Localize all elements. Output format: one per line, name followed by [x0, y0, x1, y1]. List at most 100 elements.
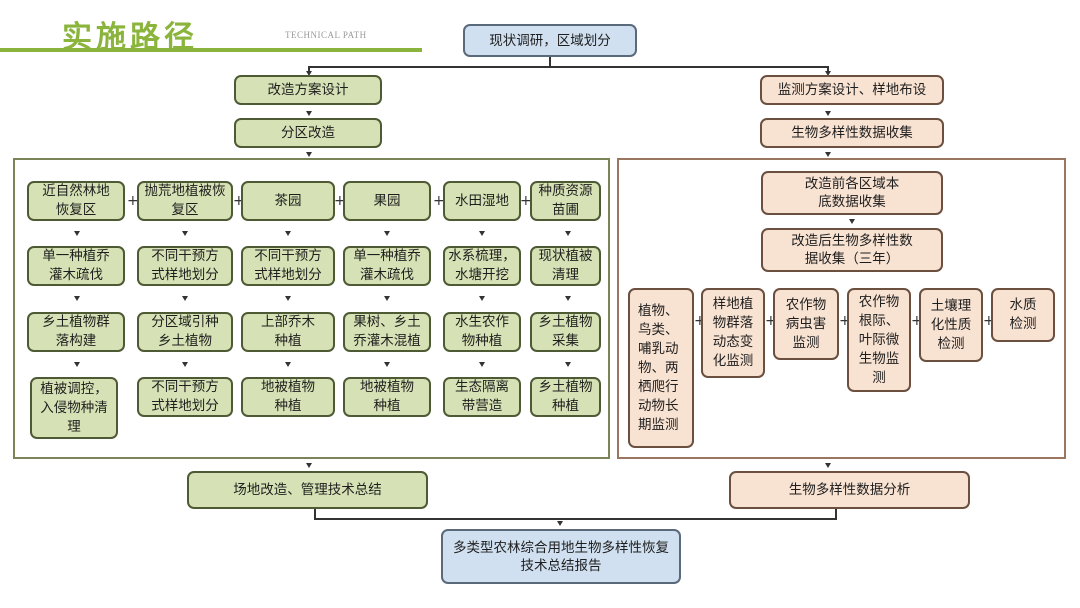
- plus-icon: +: [911, 313, 923, 329]
- monitor-node[interactable]: 水质检测: [991, 288, 1055, 342]
- plus-icon: +: [334, 193, 346, 209]
- step-node[interactable]: 单一种植乔灌木疏伐: [27, 246, 125, 286]
- arrow-icon: [384, 362, 390, 367]
- final-report-label: 多类型农林综合用地生物多样性恢复技术总结报告: [453, 539, 669, 574]
- connector: [308, 66, 828, 68]
- arrow-icon: [565, 231, 571, 236]
- arrow-icon: [306, 71, 312, 76]
- step-node[interactable]: 植被调控，入侵物种清理: [30, 377, 118, 439]
- analysis-node[interactable]: 生物多样性数据分析: [729, 471, 970, 509]
- step-node[interactable]: 地被植物种植: [241, 377, 335, 417]
- zone-node[interactable]: 种质资源苗圃: [530, 181, 601, 221]
- step-label: 单一种植乔灌木疏伐: [42, 248, 110, 283]
- monitor-node[interactable]: 样地植物群落动态变化监测: [701, 288, 765, 378]
- step-node[interactable]: 现状植被清理: [530, 246, 601, 286]
- collection-node-label: 生物多样性数据收集: [791, 125, 913, 141]
- renovation-summary-label: 场地改造、管理技术总结: [233, 482, 382, 498]
- monitor-node[interactable]: 土壤理化性质检测: [919, 288, 983, 362]
- monitor-label: 水质检测: [1009, 297, 1037, 332]
- arrow-icon: [825, 111, 831, 116]
- step-label: 乡土植物种植: [538, 379, 593, 414]
- step-node[interactable]: 乡土植物群落构建: [27, 312, 125, 352]
- monitoring-frame: [617, 158, 1066, 459]
- monitor-node[interactable]: 植物、鸟类、哺乳动物、两栖爬行动物长期监测: [628, 288, 694, 448]
- zone-node[interactable]: 果园: [343, 181, 431, 221]
- step-label: 乡土植物采集: [538, 314, 593, 349]
- step-node[interactable]: 乡土植物种植: [530, 377, 601, 417]
- post-collection-node[interactable]: 改造后生物多样性数据收集（三年）: [761, 228, 943, 272]
- step-label: 地被植物种植: [360, 379, 414, 414]
- monitor-label: 土壤理化性质检测: [930, 297, 972, 352]
- final-report-node[interactable]: 多类型农林综合用地生物多样性恢复技术总结报告: [441, 529, 681, 584]
- step-node[interactable]: 水生农作物种植: [443, 312, 521, 352]
- step-node[interactable]: 地被植物种植: [343, 377, 431, 417]
- zoning-node-label: 分区改造: [281, 125, 335, 141]
- arrow-icon: [565, 362, 571, 367]
- arrow-icon: [384, 296, 390, 301]
- step-node[interactable]: 单一种植乔灌木疏伐: [343, 246, 431, 286]
- title-underline: [0, 48, 422, 52]
- step-node[interactable]: 不同干预方式样地划分: [137, 377, 233, 417]
- plus-icon: +: [233, 193, 245, 209]
- page-subtitle: TECHNICAL PATH: [285, 30, 367, 40]
- monitor-node[interactable]: 农作物根际、叶际微生物监测: [847, 288, 911, 392]
- step-label: 生态隔离带营造: [455, 379, 509, 414]
- step-node[interactable]: 果树、乡土乔灌木混植: [343, 312, 431, 352]
- plus-icon: +: [694, 313, 706, 329]
- renovation-summary-node[interactable]: 场地改造、管理技术总结: [187, 471, 428, 509]
- baseline-node[interactable]: 改造前各区域本底数据收集: [761, 171, 943, 215]
- collection-node[interactable]: 生物多样性数据收集: [760, 118, 944, 148]
- renovation-frame: [13, 158, 610, 459]
- step-node[interactable]: 分区域引种乡土植物: [137, 312, 233, 352]
- arrow-icon: [285, 231, 291, 236]
- arrow-icon: [306, 152, 312, 157]
- plus-icon: +: [127, 193, 139, 209]
- arrow-icon: [182, 231, 188, 236]
- step-label: 果树、乡土乔灌木混植: [353, 314, 421, 349]
- design-node-label: 改造方案设计: [267, 82, 349, 98]
- step-label: 地被植物种植: [261, 379, 315, 414]
- zone-label: 果园: [373, 192, 401, 209]
- monitor-label: 农作物根际、叶际微生物监测: [858, 293, 900, 386]
- zone-label: 抛荒地植被恢复区: [144, 183, 226, 218]
- step-label: 上部乔木种植: [261, 314, 315, 349]
- arrow-icon: [825, 71, 831, 76]
- step-node[interactable]: 上部乔木种植: [241, 312, 335, 352]
- monitor-design-node[interactable]: 监测方案设计、样地布设: [760, 75, 944, 105]
- start-node-label: 现状调研，区域划分: [489, 32, 611, 49]
- connector: [308, 66, 310, 72]
- analysis-label: 生物多样性数据分析: [788, 482, 911, 498]
- connector: [314, 509, 316, 519]
- step-label: 分区域引种乡土植物: [151, 314, 219, 349]
- start-node[interactable]: 现状调研，区域划分: [463, 24, 637, 57]
- plus-icon: +: [520, 193, 532, 209]
- arrow-icon: [285, 296, 291, 301]
- zone-node[interactable]: 水田湿地: [443, 181, 521, 221]
- zone-node[interactable]: 茶园: [241, 181, 335, 221]
- arrow-icon: [479, 362, 485, 367]
- step-node[interactable]: 生态隔离带营造: [443, 377, 521, 417]
- zone-label: 近自然林地恢复区: [42, 183, 110, 218]
- design-node[interactable]: 改造方案设计: [234, 75, 382, 105]
- plus-icon: +: [983, 313, 995, 329]
- step-label: 乡土植物群落构建: [42, 314, 110, 349]
- step-node[interactable]: 水系梳理，水塘开挖: [443, 246, 521, 286]
- zone-node[interactable]: 抛荒地植被恢复区: [137, 181, 233, 221]
- arrow-icon: [825, 152, 831, 157]
- zone-node[interactable]: 近自然林地恢复区: [27, 181, 125, 221]
- connector: [835, 509, 837, 519]
- step-node[interactable]: 乡土植物采集: [530, 312, 601, 352]
- zoning-node[interactable]: 分区改造: [234, 118, 382, 148]
- arrow-icon: [285, 362, 291, 367]
- monitor-design-label: 监测方案设计、样地布设: [777, 82, 927, 98]
- arrow-icon: [182, 296, 188, 301]
- arrow-icon: [384, 231, 390, 236]
- step-label: 不同干预方式样地划分: [151, 379, 219, 414]
- arrow-icon: [479, 296, 485, 301]
- monitor-node[interactable]: 农作物病虫害监测: [773, 288, 839, 360]
- arrow-icon: [74, 296, 80, 301]
- monitor-label: 样地植物群落动态变化监测: [712, 296, 754, 369]
- connector: [827, 66, 829, 72]
- step-node[interactable]: 不同干预方式样地划分: [241, 246, 335, 286]
- step-node[interactable]: 不同干预方式样地划分: [137, 246, 233, 286]
